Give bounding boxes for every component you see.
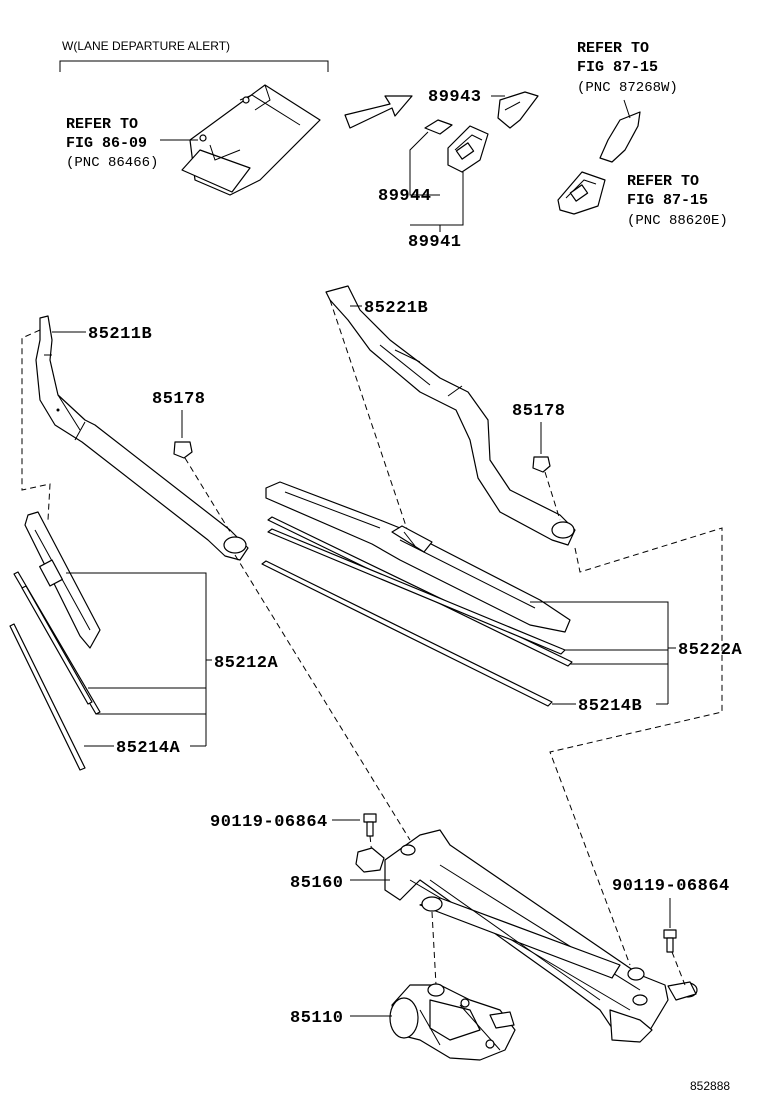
label-85211b: 85211B: [88, 325, 152, 344]
svg-text:REFER TO: REFER TO: [577, 40, 649, 57]
svg-text:FIG 86-09: FIG 86-09: [66, 135, 147, 152]
bolt-90119-right: [663, 929, 677, 953]
wiper-arm-85221b: [325, 285, 576, 546]
ref-87-15-b: REFER TO FIG 87-15 (PNC 88620E): [627, 173, 728, 229]
label-85178-right: 85178: [512, 402, 566, 421]
sensor-bracket-89943: [497, 91, 539, 129]
label-85222a: 85222A: [678, 641, 743, 660]
figure-id: 852888: [690, 1079, 730, 1093]
label-90119-right: 90119-06864: [612, 877, 730, 896]
svg-text:FIG 87-15: FIG 87-15: [627, 192, 708, 209]
label-90119-left: 90119-06864: [210, 813, 328, 832]
svg-text:REFER TO: REFER TO: [627, 173, 699, 190]
wiper-linkage-85160: [355, 829, 698, 1043]
label-85178-left: 85178: [152, 390, 206, 409]
wiper-motor-85110: [389, 983, 516, 1061]
label-85160: 85160: [290, 874, 344, 893]
wiper-arm-85211b: [35, 315, 249, 561]
direction-arrow: [344, 95, 413, 129]
svg-text:REFER TO: REFER TO: [66, 116, 138, 133]
svg-text:(PNC 87268W): (PNC 87268W): [577, 80, 678, 96]
lane-departure-note: W(LANE DEPARTURE ALERT): [62, 39, 230, 53]
label-85221b: 85221B: [364, 299, 428, 318]
svg-text:(PNC 86466): (PNC 86466): [66, 155, 158, 171]
sensor-88620e: [557, 171, 606, 215]
label-85212a: 85212A: [214, 654, 279, 673]
refill-strip-left-a: [13, 571, 101, 715]
label-85214a: 85214A: [116, 739, 181, 758]
label-85110: 85110: [290, 1009, 344, 1028]
ref-87-15-a: REFER TO FIG 87-15 (PNC 87268W): [577, 40, 678, 96]
nut-85178-right: [532, 456, 551, 473]
nut-85178-left: [173, 441, 193, 459]
label-89941: 89941: [408, 233, 462, 252]
label-85214b: 85214B: [578, 697, 642, 716]
sensor-unit-89941: [447, 125, 489, 173]
camera-cover: [181, 84, 321, 196]
ref-86-09: REFER TO FIG 86-09 (PNC 86466): [66, 116, 158, 171]
refill-85214a: [9, 623, 86, 771]
label-89943: 89943: [428, 88, 482, 107]
svg-text:(PNC 88620E): (PNC 88620E): [627, 213, 728, 229]
bracket-87268w: [599, 111, 641, 163]
wiper-blade-85222a: [265, 481, 571, 633]
label-89944: 89944: [378, 187, 432, 206]
note-bracket: [59, 60, 329, 72]
refill-85214b: [261, 560, 553, 707]
pad-89944: [424, 119, 453, 135]
bolt-90119-left: [363, 813, 377, 837]
wiper-blade-85212a: [24, 511, 101, 649]
svg-text:FIG 87-15: FIG 87-15: [577, 59, 658, 76]
